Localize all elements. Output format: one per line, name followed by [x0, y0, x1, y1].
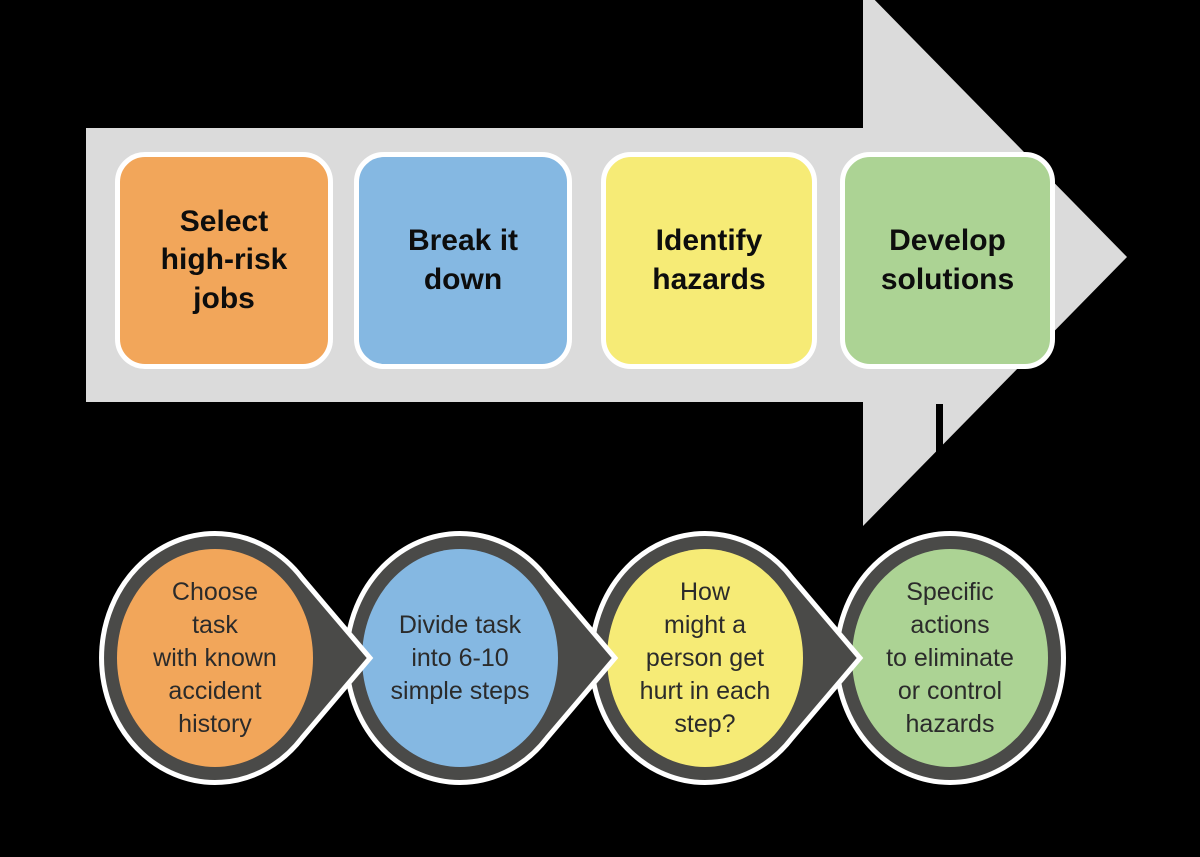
circle-choose-task: Choose task with known accident history [95, 518, 425, 798]
circle-fill [852, 549, 1048, 767]
box-label: Break it down [407, 224, 519, 296]
droplet-shape-svg [99, 531, 374, 785]
circle-fill [607, 549, 803, 767]
droplet-shape-svg [589, 531, 864, 785]
circle-text: Choose task with known accident history [153, 577, 277, 738]
circle-specific-actions: Specific actions to eliminate or control… [830, 518, 1160, 798]
circle-fill [362, 549, 558, 767]
box-break-it-down: Break it down [354, 152, 572, 369]
box-identify-hazards: Identify hazards [601, 152, 817, 369]
box-select-high-risk-jobs: Select high-risk jobs [115, 152, 333, 369]
box-label: Develop solutions [880, 224, 1015, 296]
circle-fill [117, 549, 313, 767]
box-label: Select high-risk jobs [160, 204, 288, 315]
connector-line [936, 404, 943, 458]
box-label: Identify hazards [652, 224, 766, 296]
circle-how-might-person-get-hurt: How might a person get hurt in each step… [585, 518, 915, 798]
droplet-shape-svg [834, 531, 1066, 785]
circle-text: How might a person get hurt in each step… [639, 577, 771, 738]
box-develop-solutions: Develop solutions [840, 152, 1055, 369]
circle-text: Specific actions to eliminate or control… [886, 577, 1014, 738]
circle-text: Divide task into 6-10 simple steps [390, 610, 530, 705]
